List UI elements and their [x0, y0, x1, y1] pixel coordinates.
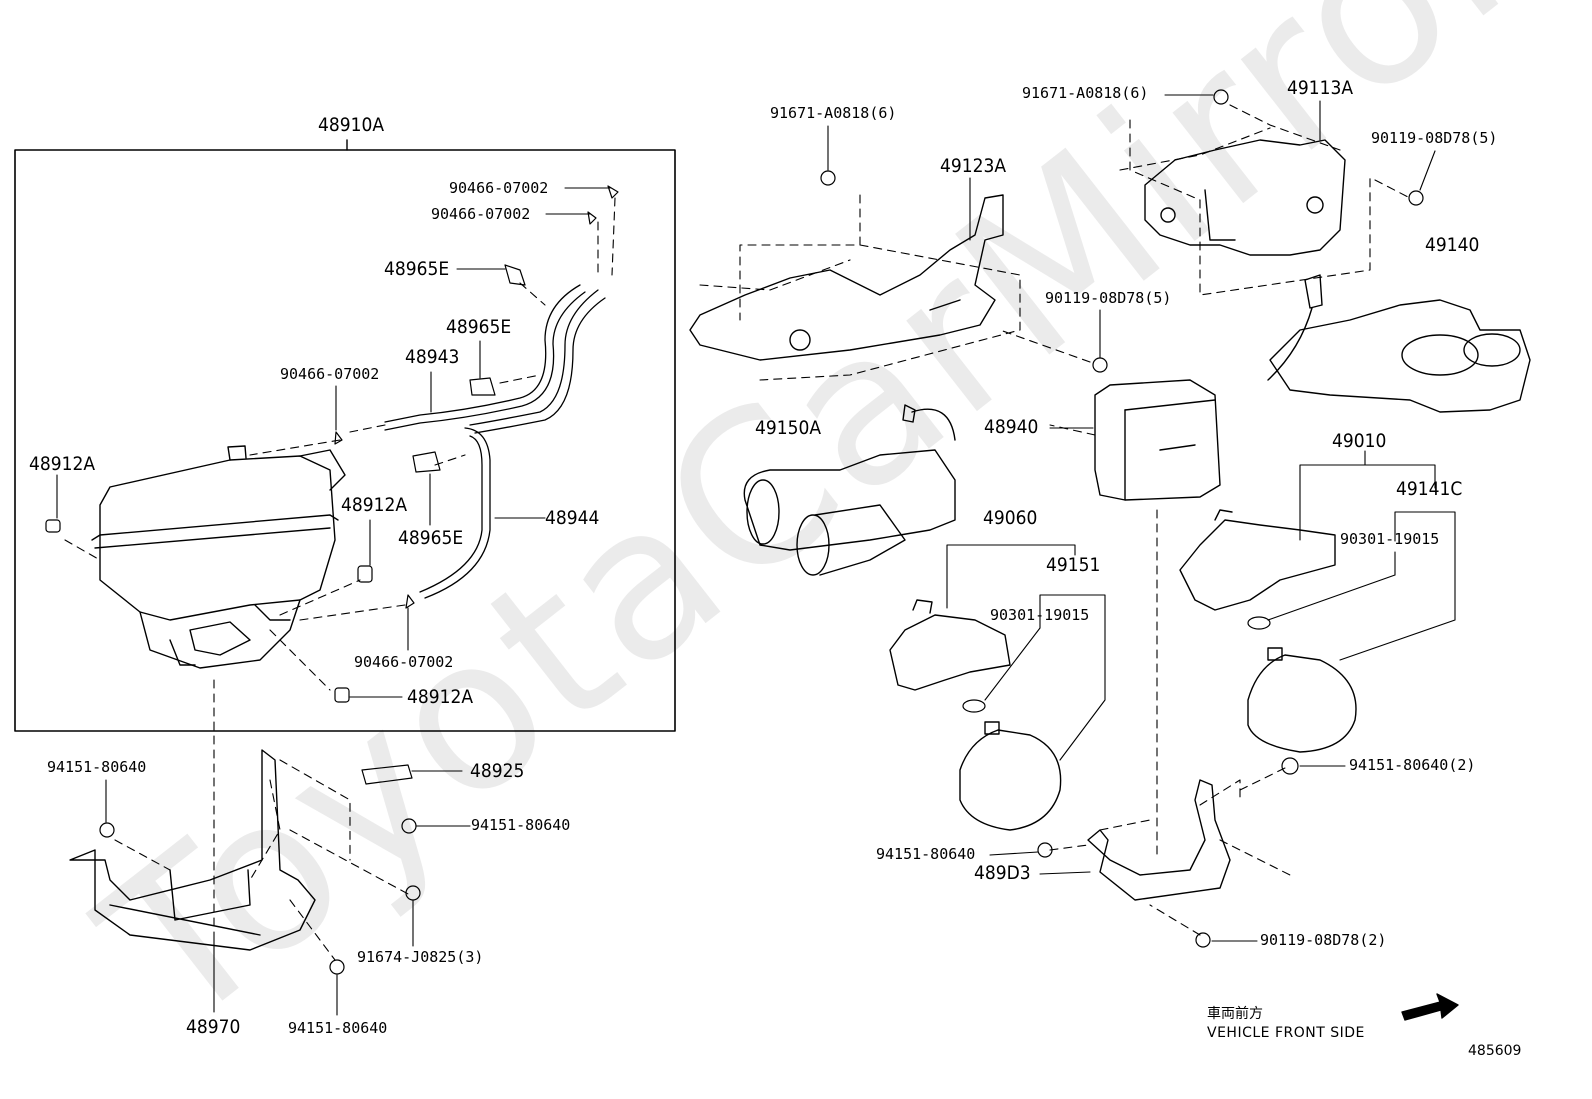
label-90466-07002: 90466-07002: [280, 365, 380, 383]
valve-49010-icon: [1179, 509, 1336, 611]
label-48912A: 48912A: [341, 494, 408, 516]
label-48940: 48940: [984, 416, 1039, 438]
label-48910A: 48910A: [318, 114, 385, 136]
label-91671-A0818: 91671-A0818(6): [1022, 84, 1149, 102]
label-49150A: 49150A: [755, 417, 822, 439]
label-90119-08D78: 90119-08D78(5): [1045, 289, 1172, 307]
front-arrow-icon: [1401, 993, 1459, 1021]
accumulator-49141C-icon: [1247, 647, 1357, 753]
bracket-49123A-icon: [689, 194, 1004, 361]
label-48925: 48925: [470, 760, 525, 782]
label-90301-19015: 90301-19015: [990, 606, 1090, 624]
drawing-number: 485609: [1468, 1043, 1522, 1059]
vehicle-front-label: VEHICLE FRONT SIDE: [1207, 1025, 1365, 1041]
label-48944: 48944: [545, 507, 600, 529]
label-90466-07002: 90466-07002: [431, 205, 531, 223]
bracket-49113A-icon: [1144, 139, 1346, 256]
bracket-48970-icon: [69, 749, 316, 951]
label-91671-A0818: 91671-A0818(6): [770, 104, 897, 122]
label-90466-07002: 90466-07002: [354, 653, 454, 671]
leader-lines: [56, 94, 1456, 1016]
label-49010: 49010: [1332, 430, 1387, 452]
label-48943: 48943: [405, 346, 460, 368]
label-90119-08D78: 90119-08D78(5): [1371, 129, 1498, 147]
hose-icon: [384, 284, 606, 599]
label-48912A: 48912A: [407, 686, 474, 708]
pump-motor-49150A-icon: [743, 404, 956, 576]
motor-49140-icon: [1267, 274, 1531, 413]
small-parts: [45, 89, 1424, 975]
accumulator-49151-icon: [959, 721, 1062, 831]
ecu-48940-icon: [1094, 379, 1221, 501]
reservoir-tank-icon: [91, 445, 346, 669]
label-49151: 49151: [1046, 554, 1101, 576]
label-90466-07002: 90466-07002: [449, 179, 549, 197]
assembly-frame: [14, 149, 676, 732]
label-489D3: 489D3: [974, 862, 1031, 884]
label-48965E: 48965E: [384, 258, 450, 280]
label-49140: 49140: [1425, 234, 1480, 256]
label-49060: 49060: [983, 507, 1038, 529]
label-94151-80640: 94151-80640: [288, 1019, 388, 1037]
label-94151-80640: 94151-80640: [47, 758, 147, 776]
label-49113A: 49113A: [1287, 77, 1354, 99]
label-90119-08D78: 90119-08D78(2): [1260, 931, 1387, 949]
label-94151-80640: 94151-80640: [471, 816, 571, 834]
label-91674-J0825: 91674-J0825(3): [357, 948, 484, 966]
dashed-guides: [64, 104, 1411, 961]
label-48965E: 48965E: [398, 527, 464, 549]
label-49141C: 49141C: [1396, 478, 1463, 500]
valve-49060-icon: [889, 599, 1011, 691]
label-94151-80640: 94151-80640(2): [1349, 756, 1476, 774]
label-48965E: 48965E: [446, 316, 512, 338]
bracket-489D3-icon: [1087, 779, 1231, 901]
label-94151-80640: 94151-80640: [876, 845, 976, 863]
label-49123A: 49123A: [940, 155, 1007, 177]
label-48912A: 48912A: [29, 453, 96, 475]
label-48970: 48970: [186, 1016, 241, 1038]
label-90301-19015: 90301-19015: [1340, 530, 1440, 548]
vehicle-front-label-jp: 車両前方: [1207, 1006, 1263, 1022]
